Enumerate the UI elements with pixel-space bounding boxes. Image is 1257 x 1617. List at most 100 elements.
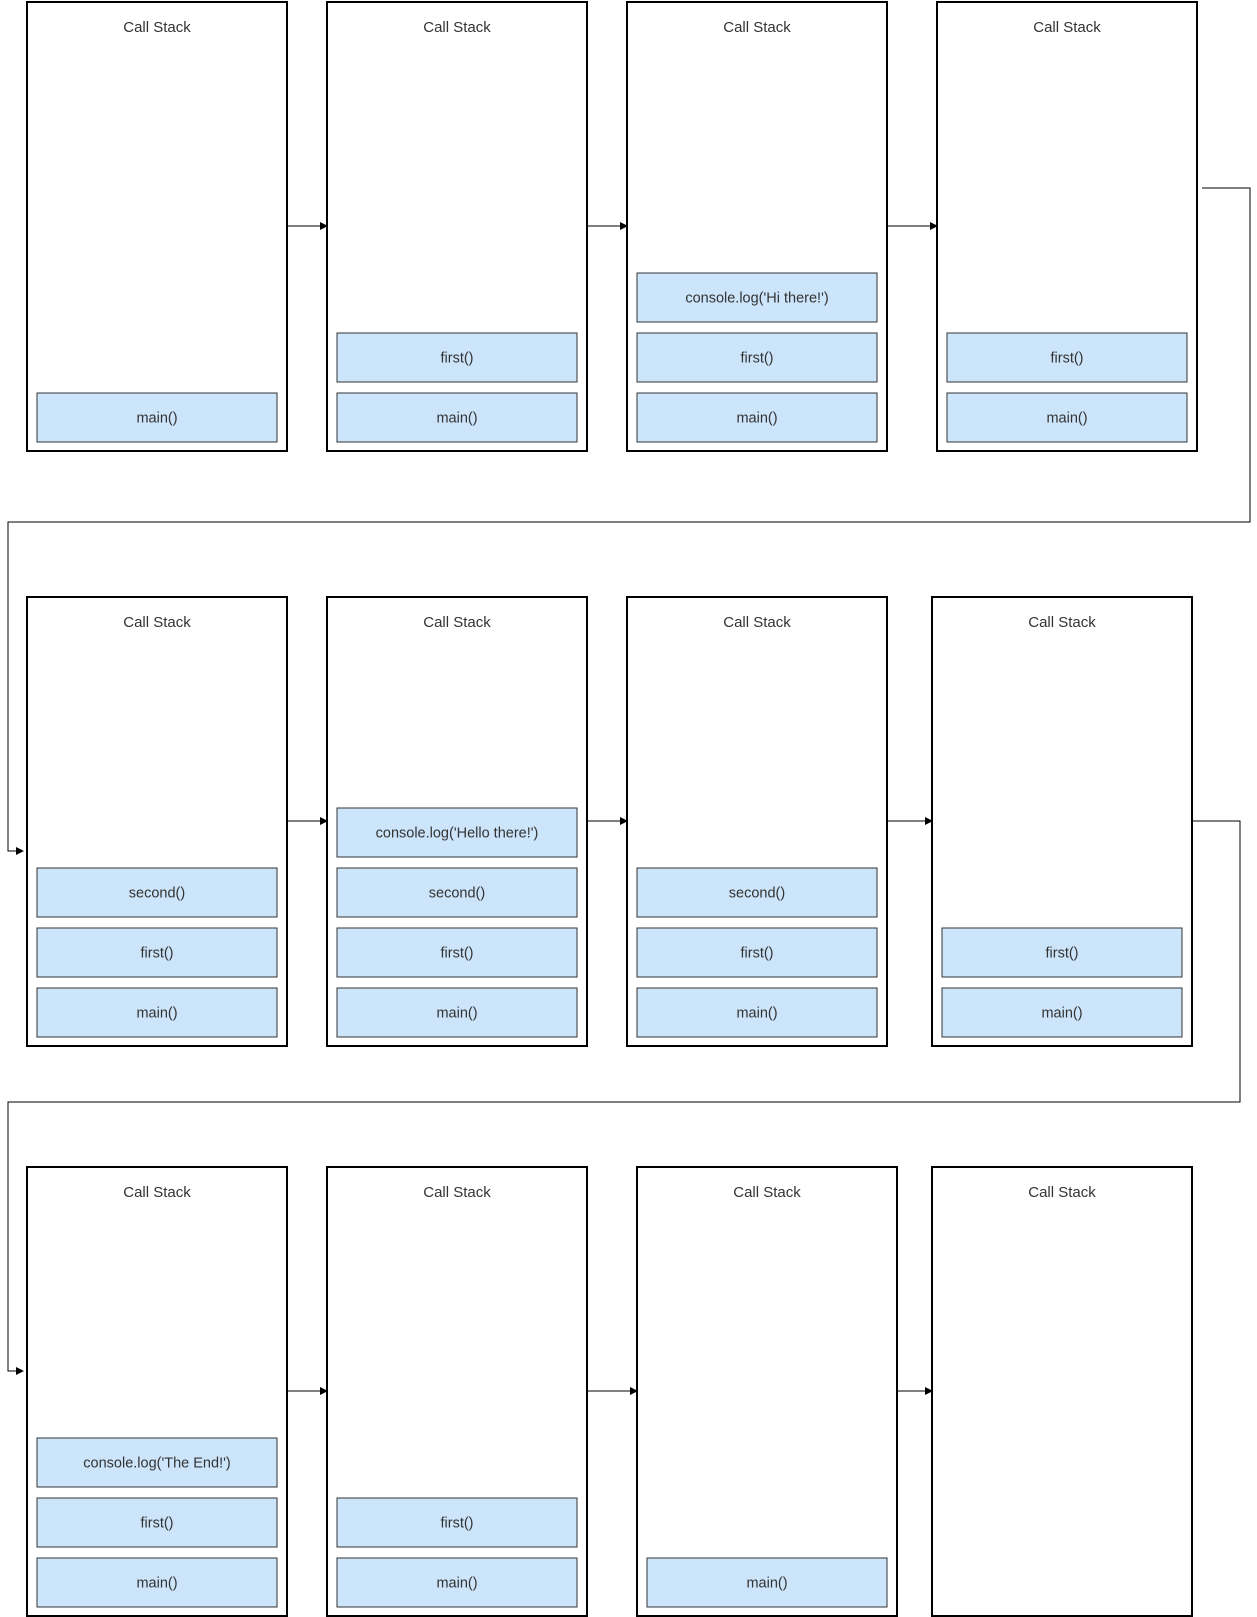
call-stack-step: Call Stackmain()first()second()console.l… (326, 596, 588, 1047)
stack-frame-label: main() (436, 411, 477, 427)
stack-frame-label: first() (740, 351, 773, 367)
call-stack-container (26, 596, 288, 1047)
stack-frame-box (646, 1557, 888, 1608)
call-stack-step: Call Stack main() first() second() (626, 596, 888, 1047)
call-stack-title: Call Stack (123, 614, 191, 631)
stack-frame: second() (336, 867, 578, 918)
call-stack-title: Call Stack (723, 19, 791, 36)
step-connectors (7, 187, 1251, 1395)
stack-frame: main() (336, 987, 578, 1038)
stack-frame: second() (636, 867, 878, 918)
stack-frame-box (336, 867, 578, 918)
stack-frame-box (36, 1497, 278, 1548)
call-stack-title: Call Stack (1028, 1184, 1096, 1201)
call-stack-title: Call Stack (1033, 19, 1101, 36)
stack-frame-label: main() (1041, 1006, 1082, 1022)
call-stack-container (636, 1166, 898, 1617)
stack-frame: main() (636, 392, 878, 443)
stack-frame: main() (941, 987, 1183, 1038)
stack-frame-label: main() (436, 1576, 477, 1592)
stack-frame: main() (646, 1557, 888, 1608)
stack-frame-label: first() (1045, 946, 1078, 962)
call-stack-step: Call Stack (931, 1166, 1193, 1617)
flow-arrow (7, 187, 1251, 855)
stack-frame-label: console.log('Hello there!') (376, 826, 539, 842)
call-stack-step: Call Stack main() first() (931, 596, 1193, 1047)
stack-frame: main() (636, 987, 878, 1038)
stack-frame-label: first() (140, 946, 173, 962)
stack-frame-label: console.log('Hi there!') (685, 291, 828, 307)
call-stack-container (26, 1, 288, 452)
stack-frame: first() (336, 1497, 578, 1548)
call-stack-title: Call Stack (1028, 614, 1096, 631)
stack-frame-label: second() (729, 886, 785, 902)
stack-frame-label: first() (1050, 351, 1083, 367)
stack-frame-label: console.log('The End!') (83, 1456, 230, 1472)
stack-frame-label: second() (129, 886, 185, 902)
stack-frame: first() (336, 927, 578, 978)
stack-frame-box (36, 987, 278, 1038)
stack-frame-label: first() (440, 351, 473, 367)
stack-frame-box (336, 1557, 578, 1608)
stack-frame-box (636, 927, 878, 978)
stack-frame-label: main() (746, 1576, 787, 1592)
call-stack-container (936, 1, 1198, 452)
stack-frame-label: first() (440, 1516, 473, 1532)
call-stack-title: Call Stack (423, 1184, 491, 1201)
stack-frame-box (636, 392, 878, 443)
call-stack-title: Call Stack (723, 614, 791, 631)
stack-frame-label: main() (436, 1006, 477, 1022)
call-stack-container (326, 1166, 588, 1617)
stack-frame-box (36, 927, 278, 978)
stack-frame: console.log('Hi there!') (636, 272, 878, 323)
stack-frame-box (36, 1437, 278, 1488)
stack-frame: console.log('Hello there!') (336, 807, 578, 858)
stack-frame: console.log('The End!') (36, 1437, 278, 1488)
stack-frame-label: first() (440, 946, 473, 962)
stack-frame: main() (36, 987, 278, 1038)
call-stack-container (26, 1166, 288, 1617)
stack-frame: first() (941, 927, 1183, 978)
stack-frame: first() (636, 332, 878, 383)
call-stack-container (326, 1, 588, 452)
call-stack-step: Call Stack main() first() (326, 1, 588, 452)
stack-frame-label: main() (1046, 411, 1087, 427)
stack-frame: first() (36, 927, 278, 978)
stack-frame-box (336, 1497, 578, 1548)
call-stack-step: Call Stack main() first() console.log('Hi t… (626, 1, 888, 452)
stack-frame-box (36, 867, 278, 918)
stack-frame: first() (336, 332, 578, 383)
stack-frame: first() (636, 927, 878, 978)
call-stack-title: Call Stack (123, 1184, 191, 1201)
call-stack-step: Call Stack main() first() (326, 1166, 588, 1617)
stack-frame-label: first() (140, 1516, 173, 1532)
stack-frame: second() (36, 867, 278, 918)
stack-frame-box (941, 927, 1183, 978)
flow-arrow (7, 820, 1241, 1375)
call-stack-title: Call Stack (123, 19, 191, 36)
stack-frame: first() (946, 332, 1188, 383)
stack-frame-box (636, 987, 878, 1038)
stack-frame-box (941, 987, 1183, 1038)
call-stack-title: Call Stack (423, 19, 491, 36)
stack-frame: first() (36, 1497, 278, 1548)
call-stack-step: Call Stack main() (26, 1, 288, 452)
stack-frame-label: main() (136, 411, 177, 427)
call-stack-step: Call Stack main() first() second() (26, 596, 288, 1047)
stack-frame: main() (36, 392, 278, 443)
call-stack-container (931, 1166, 1193, 1617)
stack-frame: main() (946, 392, 1188, 443)
call-stack-container (931, 596, 1193, 1047)
call-stack-step: Call Stack main() first() (936, 1, 1198, 452)
stack-frame: main() (336, 1557, 578, 1608)
stack-frame-label: main() (136, 1576, 177, 1592)
stack-frame-box (636, 867, 878, 918)
call-stack-title: Call Stack (733, 1184, 801, 1201)
call-stack-container (626, 1, 888, 452)
stack-frame-label: main() (736, 411, 777, 427)
stack-frame-label: main() (136, 1006, 177, 1022)
stack-frame-box (946, 392, 1188, 443)
stack-frame-box (336, 987, 578, 1038)
